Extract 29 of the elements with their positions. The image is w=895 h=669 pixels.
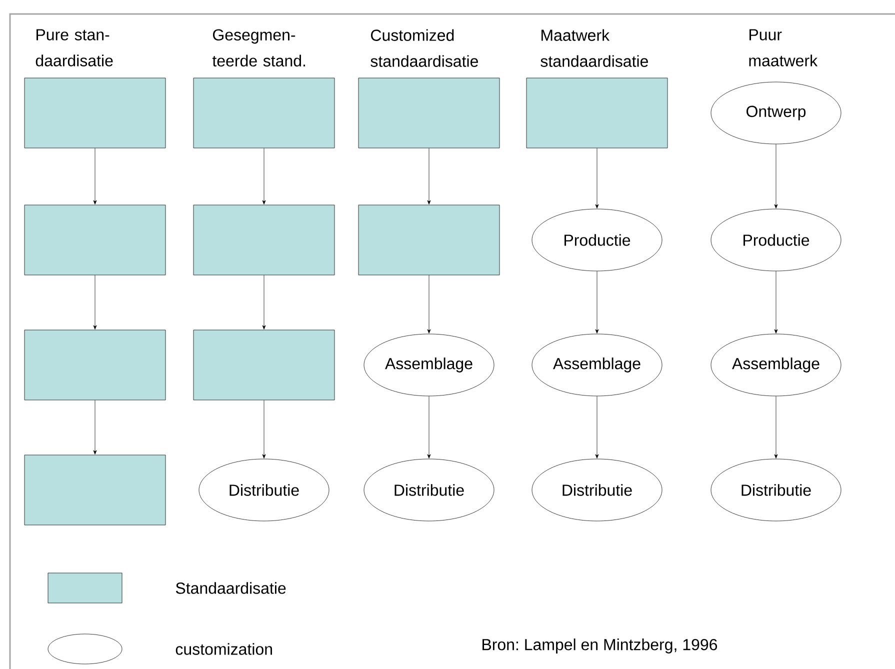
arrow bbox=[595, 271, 599, 334]
standard-box bbox=[24, 204, 166, 276]
arrow bbox=[93, 275, 97, 330]
arrow bbox=[774, 396, 778, 458]
arrow bbox=[427, 148, 431, 204]
arrow bbox=[427, 275, 431, 334]
arrow bbox=[262, 275, 266, 330]
arrow bbox=[427, 396, 431, 458]
standard-box bbox=[24, 454, 166, 526]
standard-box bbox=[358, 204, 500, 276]
arrow bbox=[595, 396, 599, 458]
arrow bbox=[93, 148, 97, 204]
standard-box bbox=[193, 330, 335, 400]
standard-box bbox=[24, 330, 166, 400]
standard-box bbox=[24, 78, 166, 148]
column-heading: Puur maatwerk bbox=[749, 29, 818, 66]
arrow bbox=[262, 148, 266, 204]
standard-box bbox=[526, 78, 668, 148]
source-note: Bron: Lampel en Mintzberg, 1996 bbox=[482, 638, 718, 654]
standard-box bbox=[193, 204, 335, 276]
legend-text: Standaardisatie bbox=[176, 582, 286, 594]
arrow bbox=[595, 148, 599, 208]
arrow bbox=[93, 400, 97, 454]
legend-entry: customization bbox=[48, 634, 272, 664]
arrow bbox=[774, 144, 778, 208]
standard-box bbox=[193, 78, 335, 148]
arrow bbox=[774, 271, 778, 334]
standard-box bbox=[358, 78, 500, 148]
arrow bbox=[262, 400, 266, 458]
